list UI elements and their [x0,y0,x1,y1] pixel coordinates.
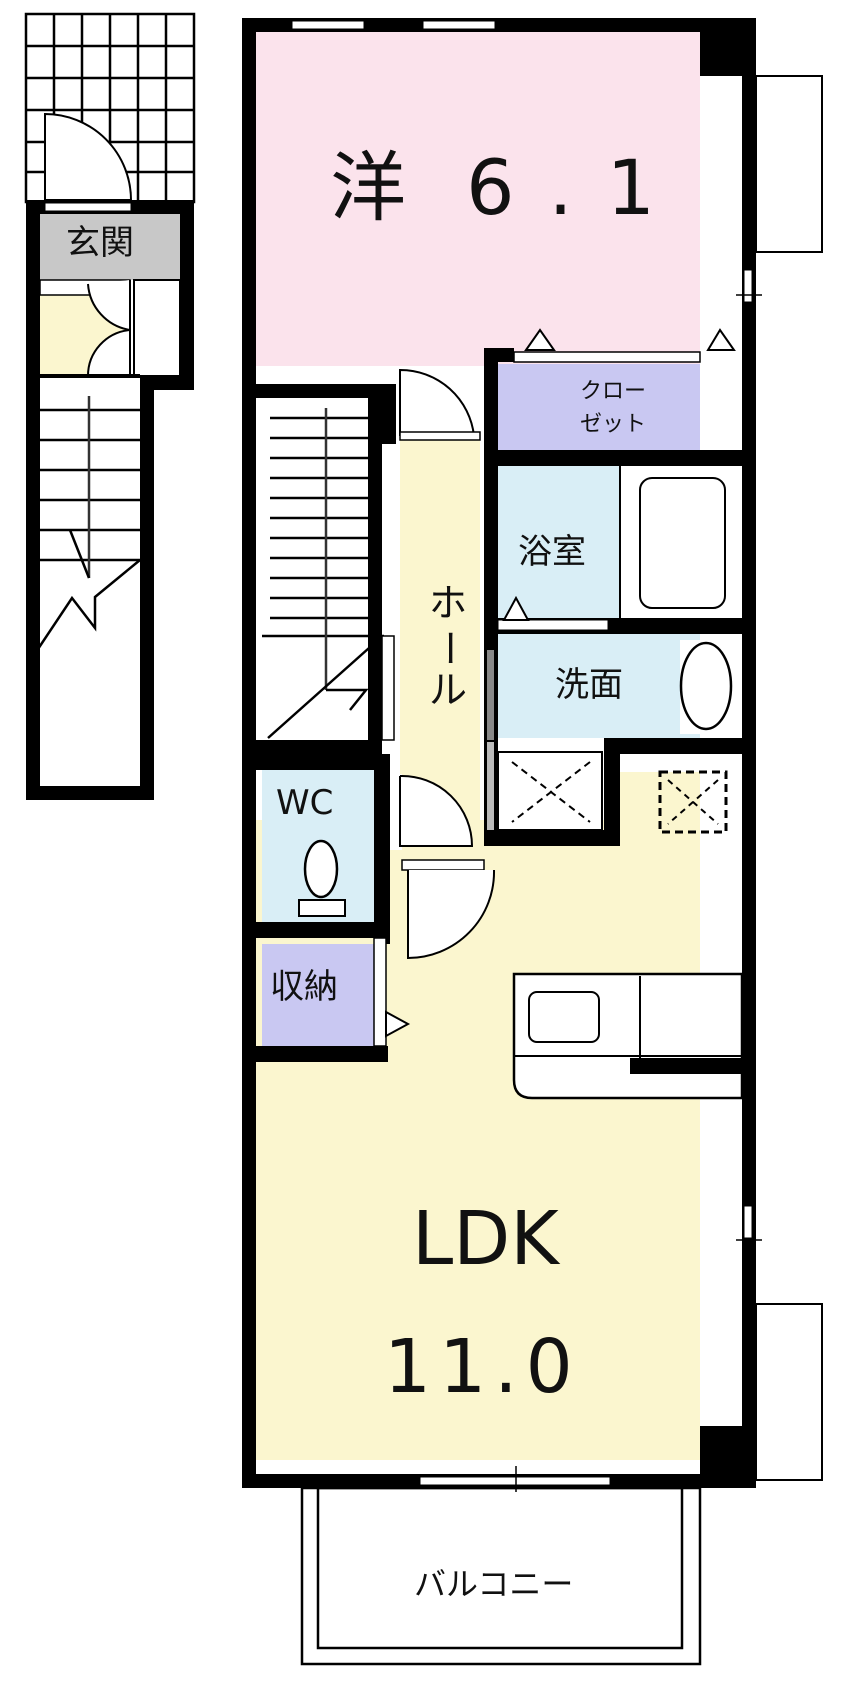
ldk-size: 11.0 [384,1324,581,1410]
western-room-label: 洋 6.1 [330,150,689,226]
closet-label-line1: クロー [580,379,647,404]
closet-label: クロー ゼット [580,375,646,441]
western-room-fill [255,32,700,366]
western-room-type: 洋 [330,143,406,232]
closet-fill [498,364,700,450]
hall-fill [400,440,480,830]
ldk-label: LDK [412,1196,559,1282]
storage-label: 収納 [270,967,338,1007]
closet-label-line2: ゼット [580,412,647,437]
hall-label-char1: ホ [428,581,467,625]
washroom-fill [498,634,700,738]
wc-label: WC [276,783,334,823]
entrance-label: 玄関 [66,223,134,263]
hall-label: ホ ー ル [426,581,471,713]
main-unit [242,18,823,1666]
entrance-annex [24,12,196,800]
storage-fill [262,944,374,1046]
western-room-size: 6.1 [466,143,690,232]
hall-label-char3: ル [428,668,467,713]
bath-label: 浴室 [518,532,586,572]
washroom-label: 洗面 [555,665,623,705]
balcony-label: バルコニー [414,1565,574,1603]
bath-fill [498,466,620,618]
hall-label-char2: ー [426,628,471,667]
